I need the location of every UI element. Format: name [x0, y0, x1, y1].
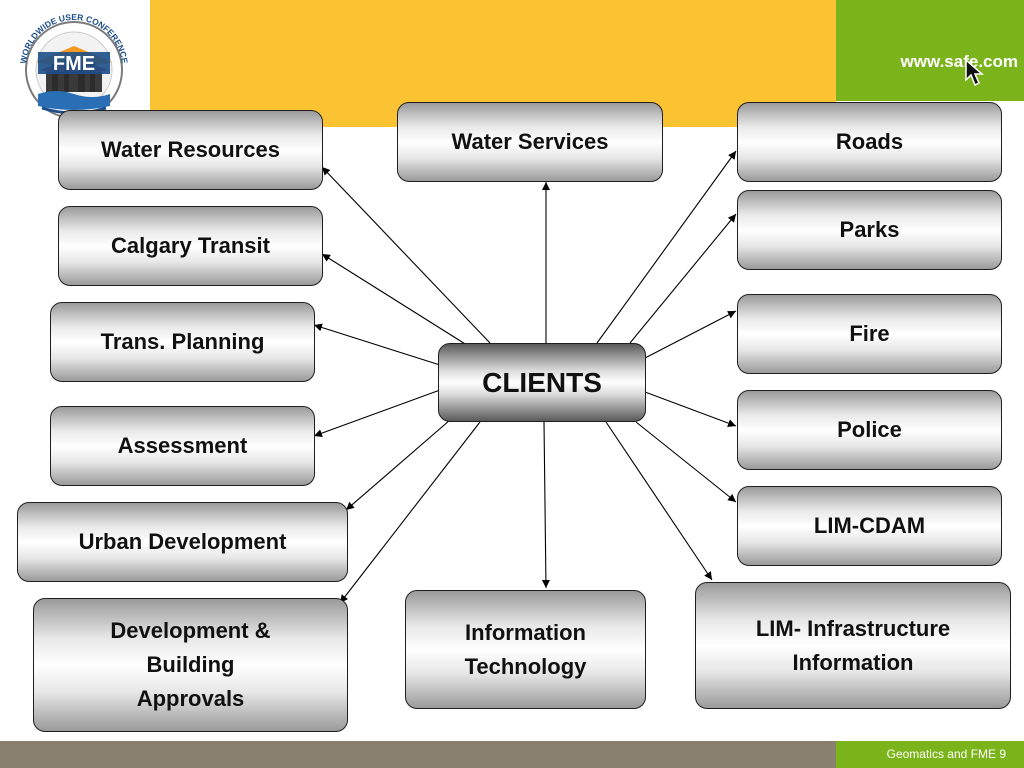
footer-bar [0, 741, 836, 768]
arrow-parks [629, 213, 737, 344]
node-label: Calgary Transit [111, 233, 270, 258]
node-information-technology: Information Technology [405, 590, 646, 709]
mouse-cursor-icon [965, 58, 984, 87]
arrow-police [644, 391, 737, 427]
footer-brand-panel [836, 741, 1024, 768]
node-trans-planning: Trans. Planning [50, 302, 315, 382]
node-label: Fire [849, 321, 890, 346]
node-parks: Parks [737, 190, 1002, 270]
node-label: Police [837, 417, 902, 442]
node-label: Trans. Planning [100, 329, 265, 354]
arrow-urban-development [345, 419, 451, 511]
arrow-water-resources [321, 166, 491, 344]
node-water-services: Water Services [397, 102, 663, 182]
svg-text:FME: FME [53, 53, 95, 75]
arrow-lim-infrastructure [605, 421, 713, 581]
arrow-information-technology [541, 421, 550, 589]
arrow-development-approvals [339, 421, 481, 604]
arrow-roads [596, 150, 737, 344]
node-label: Water Resources [101, 137, 280, 162]
node-label: Urban Development [78, 529, 287, 554]
conference-logo: WORLDWIDE USER CONFERENCE FME [8, 10, 140, 125]
node-water-resources: Water Resources [58, 110, 323, 190]
arrow-lim-cdam [635, 421, 737, 503]
header-brand-panel [836, 0, 1024, 101]
node-label: LIM-CDAM [813, 513, 926, 538]
node-label: Roads [835, 129, 904, 154]
node-urban-development: Urban Development [17, 502, 348, 582]
node-police: Police [737, 390, 1002, 470]
arrow-trans-planning [313, 323, 441, 366]
website-url: www.safe.com [900, 52, 1018, 71]
center-node-label: CLIENTS [482, 366, 602, 398]
node-assessment: Assessment [50, 406, 315, 486]
node-label: Development & Building Approvals [110, 618, 271, 711]
node-label: Water Services [451, 129, 609, 154]
node-lim-infrastructure: LIM- Infrastructure Information [695, 582, 1011, 709]
node-fire: Fire [737, 294, 1002, 374]
node-label: Information Technology [464, 619, 587, 679]
node-label: LIM- Infrastructure Information [755, 615, 951, 675]
footer-caption: Geomatics and FME 9 [886, 747, 1006, 761]
node-label: Assessment [117, 433, 248, 458]
node-label: Parks [839, 217, 900, 242]
node-development-approvals: Development & Building Approvals [33, 598, 348, 732]
arrow-fire [644, 310, 737, 359]
arrow-calgary-transit [321, 253, 471, 348]
center-node-clients: CLIENTS [438, 343, 646, 422]
node-calgary-transit: Calgary Transit [58, 206, 323, 286]
node-roads: Roads [737, 102, 1002, 182]
node-lim-cdam: LIM-CDAM [737, 486, 1002, 566]
arrow-assessment [313, 389, 441, 438]
